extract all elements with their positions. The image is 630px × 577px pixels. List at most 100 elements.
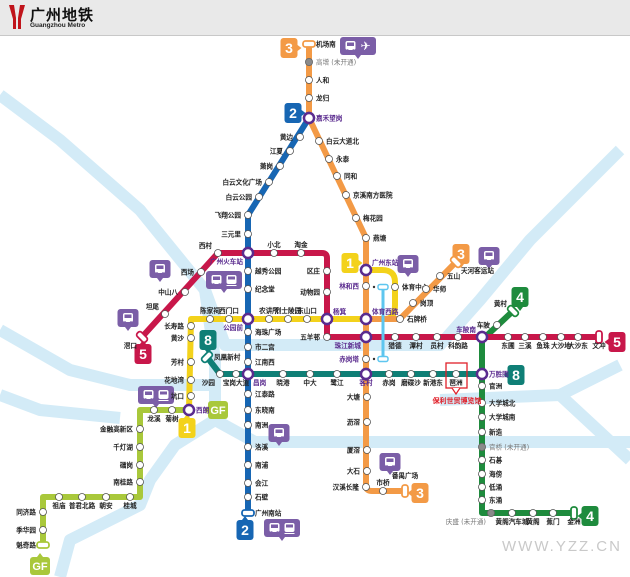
station[interactable] xyxy=(305,94,313,102)
station[interactable] xyxy=(407,370,415,378)
station[interactable] xyxy=(333,370,341,378)
station[interactable] xyxy=(55,493,63,501)
station[interactable] xyxy=(255,193,263,201)
station[interactable] xyxy=(363,467,371,475)
station[interactable] xyxy=(244,285,252,293)
interchange-station[interactable] xyxy=(359,367,373,381)
line-4-badge[interactable]: 4 xyxy=(511,287,529,311)
transfer-callout[interactable] xyxy=(117,309,139,331)
line-3-badge[interactable]: 3 xyxy=(280,38,302,58)
station[interactable] xyxy=(296,133,304,141)
station[interactable] xyxy=(454,333,462,341)
station[interactable] xyxy=(39,526,47,534)
station[interactable] xyxy=(244,328,252,336)
station[interactable] xyxy=(478,456,486,464)
interchange-station[interactable] xyxy=(359,312,373,326)
station[interactable] xyxy=(493,321,501,329)
station[interactable] xyxy=(363,393,371,401)
station[interactable] xyxy=(265,178,273,186)
interchange-station[interactable] xyxy=(320,312,334,326)
station[interactable] xyxy=(362,483,370,491)
transfer-callout[interactable] xyxy=(138,386,174,408)
station[interactable] xyxy=(187,392,195,400)
line-1-badge[interactable]: 1 xyxy=(341,253,363,273)
station[interactable] xyxy=(225,315,233,323)
station[interactable] xyxy=(429,370,437,378)
apm-station[interactable] xyxy=(362,282,370,290)
station[interactable] xyxy=(126,493,134,501)
interchange-station[interactable] xyxy=(475,367,489,381)
station[interactable] xyxy=(150,406,158,414)
station[interactable] xyxy=(265,315,273,323)
station-unopened[interactable] xyxy=(477,442,486,451)
station[interactable] xyxy=(181,288,189,296)
line-4-badge[interactable]: 4 xyxy=(577,506,599,526)
line-5-badge[interactable]: 5 xyxy=(134,340,152,364)
station[interactable] xyxy=(136,461,144,469)
station[interactable] xyxy=(244,211,252,219)
station[interactable] xyxy=(284,315,292,323)
station[interactable] xyxy=(385,370,393,378)
station[interactable] xyxy=(557,333,565,341)
transfer-callout[interactable] xyxy=(397,255,419,277)
station[interactable] xyxy=(187,358,195,366)
station-unopened[interactable] xyxy=(486,508,495,517)
terminal-station[interactable] xyxy=(36,541,50,549)
station[interactable] xyxy=(412,333,420,341)
apm-terminal[interactable] xyxy=(377,355,389,363)
station[interactable] xyxy=(244,267,252,275)
station[interactable] xyxy=(478,483,486,491)
station[interactable] xyxy=(197,268,205,276)
station[interactable] xyxy=(478,399,486,407)
station[interactable] xyxy=(508,509,516,517)
terminal-station[interactable] xyxy=(135,330,149,344)
station[interactable] xyxy=(549,509,557,517)
station[interactable] xyxy=(187,376,195,384)
interchange-station[interactable] xyxy=(241,312,255,326)
station[interactable] xyxy=(521,333,529,341)
line-2-badge[interactable]: 2 xyxy=(284,103,306,123)
transfer-callout[interactable] xyxy=(268,424,290,446)
station[interactable] xyxy=(244,443,252,451)
station[interactable] xyxy=(244,461,252,469)
terminal-station[interactable] xyxy=(200,350,214,364)
station[interactable] xyxy=(206,315,214,323)
station[interactable] xyxy=(574,333,582,341)
line-8-badge[interactable]: 8 xyxy=(503,365,525,385)
line-gf-badge[interactable]: GF xyxy=(204,401,228,419)
station[interactable] xyxy=(161,310,169,318)
terminal-station[interactable] xyxy=(595,330,603,344)
station[interactable] xyxy=(452,370,460,378)
transfer-callout[interactable] xyxy=(478,247,500,269)
station[interactable] xyxy=(244,406,252,414)
station[interactable] xyxy=(478,413,486,421)
terminal-station[interactable] xyxy=(449,255,463,269)
station[interactable] xyxy=(379,487,387,495)
station[interactable] xyxy=(244,230,252,238)
interchange-station[interactable] xyxy=(241,246,255,260)
station[interactable] xyxy=(362,234,370,242)
station[interactable] xyxy=(478,496,486,504)
terminal-station[interactable] xyxy=(506,304,520,318)
station[interactable] xyxy=(478,382,486,390)
station[interactable] xyxy=(306,370,314,378)
station[interactable] xyxy=(102,493,110,501)
station[interactable] xyxy=(352,214,360,222)
station[interactable] xyxy=(216,370,224,378)
station[interactable] xyxy=(232,370,240,378)
interchange-station[interactable] xyxy=(475,330,489,344)
station[interactable] xyxy=(78,493,86,501)
station-unopened[interactable] xyxy=(304,58,313,67)
station[interactable] xyxy=(478,428,486,436)
station[interactable] xyxy=(286,147,294,155)
station[interactable] xyxy=(504,333,512,341)
station[interactable] xyxy=(244,479,252,487)
station[interactable] xyxy=(433,333,441,341)
station[interactable] xyxy=(244,390,252,398)
transfer-callout[interactable] xyxy=(206,271,242,293)
station[interactable] xyxy=(391,283,399,291)
line-2-badge[interactable]: 2 xyxy=(236,516,254,540)
station[interactable] xyxy=(323,267,331,275)
station[interactable] xyxy=(305,76,313,84)
station[interactable] xyxy=(276,162,284,170)
